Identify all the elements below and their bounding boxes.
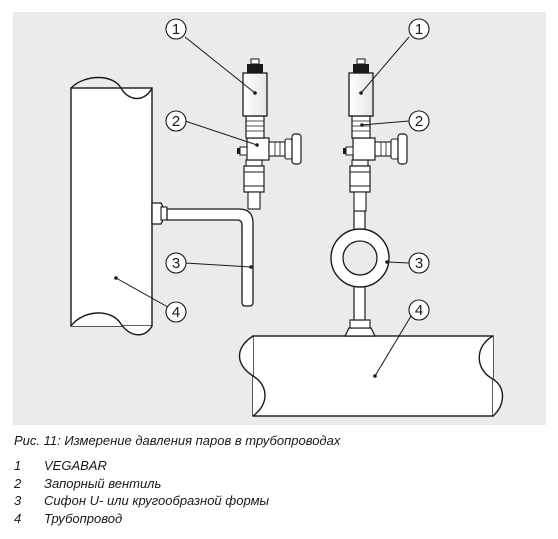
callout-4-left: 4 [165, 301, 187, 323]
legend-item: 3 Сифон U- или кругообразной формы [14, 492, 269, 510]
legend-item: 1 VEGABAR [14, 457, 269, 475]
callout-1-right: 1 [408, 18, 430, 40]
legend-text: Сифон U- или кругообразной формы [44, 493, 270, 508]
right-ring-siphon [330, 210, 390, 321]
figure-caption: Рис. 11: Измерение давления паров в труб… [14, 433, 341, 448]
leader-lines [115, 36, 412, 377]
callout-4-right: 4 [408, 299, 430, 321]
callout-label: 1 [415, 21, 423, 38]
callout-label: 2 [172, 113, 180, 130]
callout-3-left: 3 [165, 252, 187, 274]
legend-list: 1 VEGABAR 2 Запорный вентиль 3 Сифон U- … [14, 457, 269, 527]
diagram-figure: 1 2 3 4 1 2 3 4 [13, 12, 546, 425]
legend-item: 2 Запорный вентиль [14, 475, 269, 493]
right-pipe-boss [343, 319, 377, 337]
diagram-canvas: 1 2 3 4 1 2 3 4 [70, 18, 504, 417]
left-pipe-boss [151, 202, 168, 225]
legend-text: Трубопровод [44, 510, 123, 526]
legend-text: VEGABAR [44, 458, 107, 473]
vertical-pipeline [70, 76, 153, 336]
legend-number: 1 [14, 458, 22, 473]
left-u-siphon [166, 208, 254, 307]
legend-number: 4 [14, 510, 22, 526]
right-instrument-assembly [343, 58, 408, 212]
callout-label: 1 [172, 21, 180, 38]
callout-label: 4 [415, 302, 423, 319]
legend-number: 3 [14, 493, 22, 508]
callout-3-right: 3 [408, 252, 430, 274]
callout-label: 3 [172, 255, 180, 272]
legend-number: 2 [14, 475, 22, 491]
callout-label: 4 [172, 304, 180, 321]
callout-2-right: 2 [408, 110, 430, 132]
legend-item: 4 Трубопровод [14, 510, 269, 528]
callout-1-left: 1 [165, 18, 187, 40]
left-instrument-assembly [237, 58, 302, 210]
legend-text: Запорный вентиль [44, 475, 162, 491]
callout-label: 2 [415, 113, 423, 130]
horizontal-pipeline [238, 335, 504, 417]
callout-2-left: 2 [165, 110, 187, 132]
callout-label: 3 [415, 255, 423, 272]
